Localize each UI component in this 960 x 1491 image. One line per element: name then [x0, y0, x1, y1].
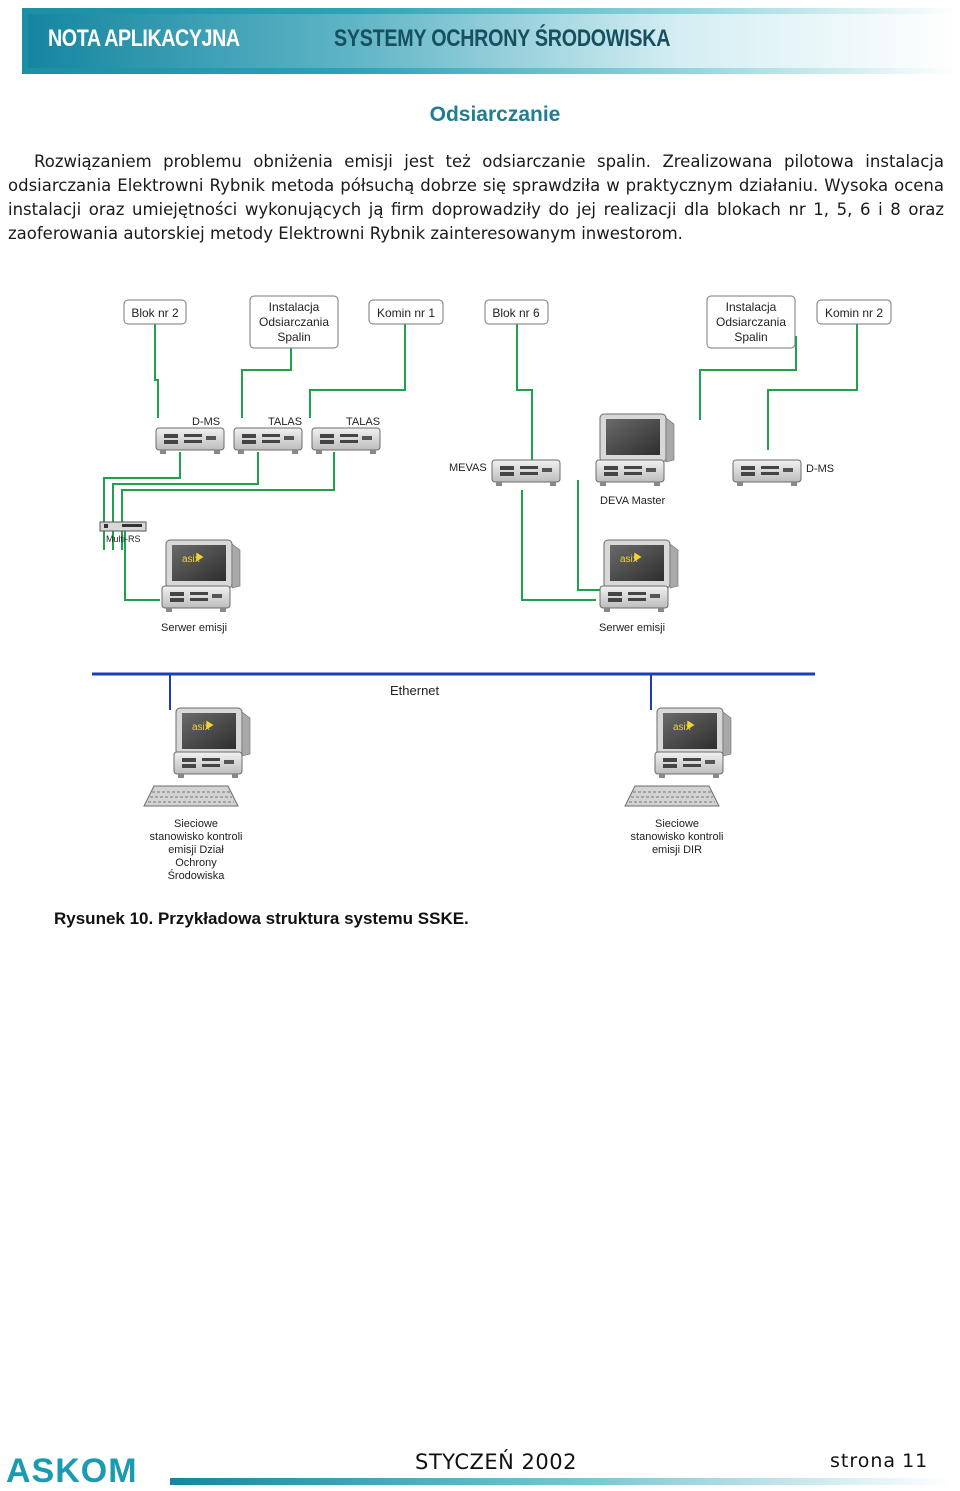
device-dms-1: D-MS [155, 416, 225, 455]
footer-bar [170, 1478, 952, 1485]
box-instalacja-1-line2: Odsiarczania [259, 315, 329, 329]
device-multi-rs-label: Multi-RS [106, 534, 141, 544]
footer-date: STYCZEŃ 2002 [415, 1450, 577, 1474]
diagram-svg: Blok nr 2 Instalacja Odsiarczania Spalin… [92, 295, 892, 882]
server-1-asix-label: asix [182, 554, 200, 565]
body-paragraph: Rozwiązaniem problemu obniżenia emisji j… [8, 150, 944, 246]
box-instalacja-1-line3: Spalin [277, 330, 310, 344]
server-emisji-1-label: Serwer emisji [161, 622, 227, 634]
device-deva-master-label: DEVA Master [600, 495, 666, 507]
askom-logo: ASKOM [6, 1452, 138, 1490]
box-instalacja-1: Instalacja Odsiarczania Spalin [249, 295, 339, 349]
workstation-2-line2: stanowisko kontroli [631, 831, 724, 843]
workstation-1-line5: Środowiska [168, 869, 226, 882]
box-komin-nr-2-label: Komin nr 2 [825, 306, 883, 320]
body-text: Rozwiązaniem problemu obniżenia emisji j… [8, 152, 944, 243]
device-talas-1: TALAS [233, 416, 303, 455]
system-diagram: Blok nr 2 Instalacja Odsiarczania Spalin… [0, 290, 960, 900]
box-blok-nr-6-label: Blok nr 6 [492, 306, 540, 320]
device-multi-rs: Multi-RS [99, 521, 147, 544]
header-band [28, 14, 958, 68]
workstation-1-line4: Ochrony [175, 857, 217, 869]
device-dms-2: D-MS [732, 459, 834, 487]
device-mevas: MEVAS [449, 459, 561, 487]
box-komin-nr-1-label: Komin nr 1 [377, 306, 435, 320]
workstation-1-asix-label: asix [192, 722, 210, 733]
box-instalacja-2-line3: Spalin [734, 330, 767, 344]
page-number: 11 [902, 1450, 929, 1472]
box-blok-nr-2-label: Blok nr 2 [131, 306, 179, 320]
box-instalacja-2-line1: Instalacja [726, 300, 777, 314]
device-talas-2-label: TALAS [346, 416, 380, 428]
connection-lines [103, 324, 858, 601]
header-right-title: SYSTEMY OCHRONY ŚRODOWISKA [334, 25, 671, 52]
page-header: NOTA APLIKACYJNA SYSTEMY OCHRONY ŚRODOWI… [22, 8, 958, 74]
box-blok-nr-2: Blok nr 2 [123, 299, 187, 325]
box-instalacja-2-line2: Odsiarczania [716, 315, 786, 329]
device-dms-1-label: D-MS [192, 416, 220, 428]
workstation-2-asix-label: asix [673, 722, 691, 733]
figure-caption: Rysunek 10. Przykładowa struktura system… [54, 909, 469, 928]
page-label: strona [830, 1450, 897, 1472]
box-instalacja-2: Instalacja Odsiarczania Spalin [706, 295, 796, 349]
ethernet-label: Ethernet [390, 683, 440, 698]
workstation-1-line1: Sieciowe [174, 818, 218, 830]
box-komin-nr-2: Komin nr 2 [816, 299, 892, 325]
device-talas-1-label: TALAS [268, 416, 302, 428]
box-blok-nr-6: Blok nr 6 [484, 299, 549, 325]
section-title: Odsiarczanie [429, 103, 561, 126]
server-2-asix-label: asix [620, 554, 638, 565]
workstation-1: asix Sieciowe stanowisko kontroli emisji… [143, 707, 251, 882]
workstation-2: asix Sieciowe stanowisko kontroli emisji… [624, 707, 732, 856]
workstation-1-line3: emisji Dział [168, 844, 224, 856]
workstation-2-line1: Sieciowe [655, 818, 699, 830]
server-emisji-1: asix Serwer emisji [161, 539, 241, 634]
device-deva-master: DEVA Master [595, 413, 675, 507]
server-emisji-2: asix Serwer emisji [599, 539, 679, 634]
box-komin-nr-1: Komin nr 1 [368, 299, 444, 325]
device-dms-2-label: D-MS [806, 463, 834, 475]
server-emisji-2-label: Serwer emisji [599, 622, 665, 634]
device-mevas-label: MEVAS [449, 462, 487, 474]
workstation-2-line3: emisji DIR [652, 844, 702, 856]
header-left-title: NOTA APLIKACYJNA [48, 25, 240, 52]
device-talas-2: TALAS [311, 416, 381, 455]
workstation-1-line2: stanowisko kontroli [150, 831, 243, 843]
box-instalacja-1-line1: Instalacja [269, 300, 320, 314]
